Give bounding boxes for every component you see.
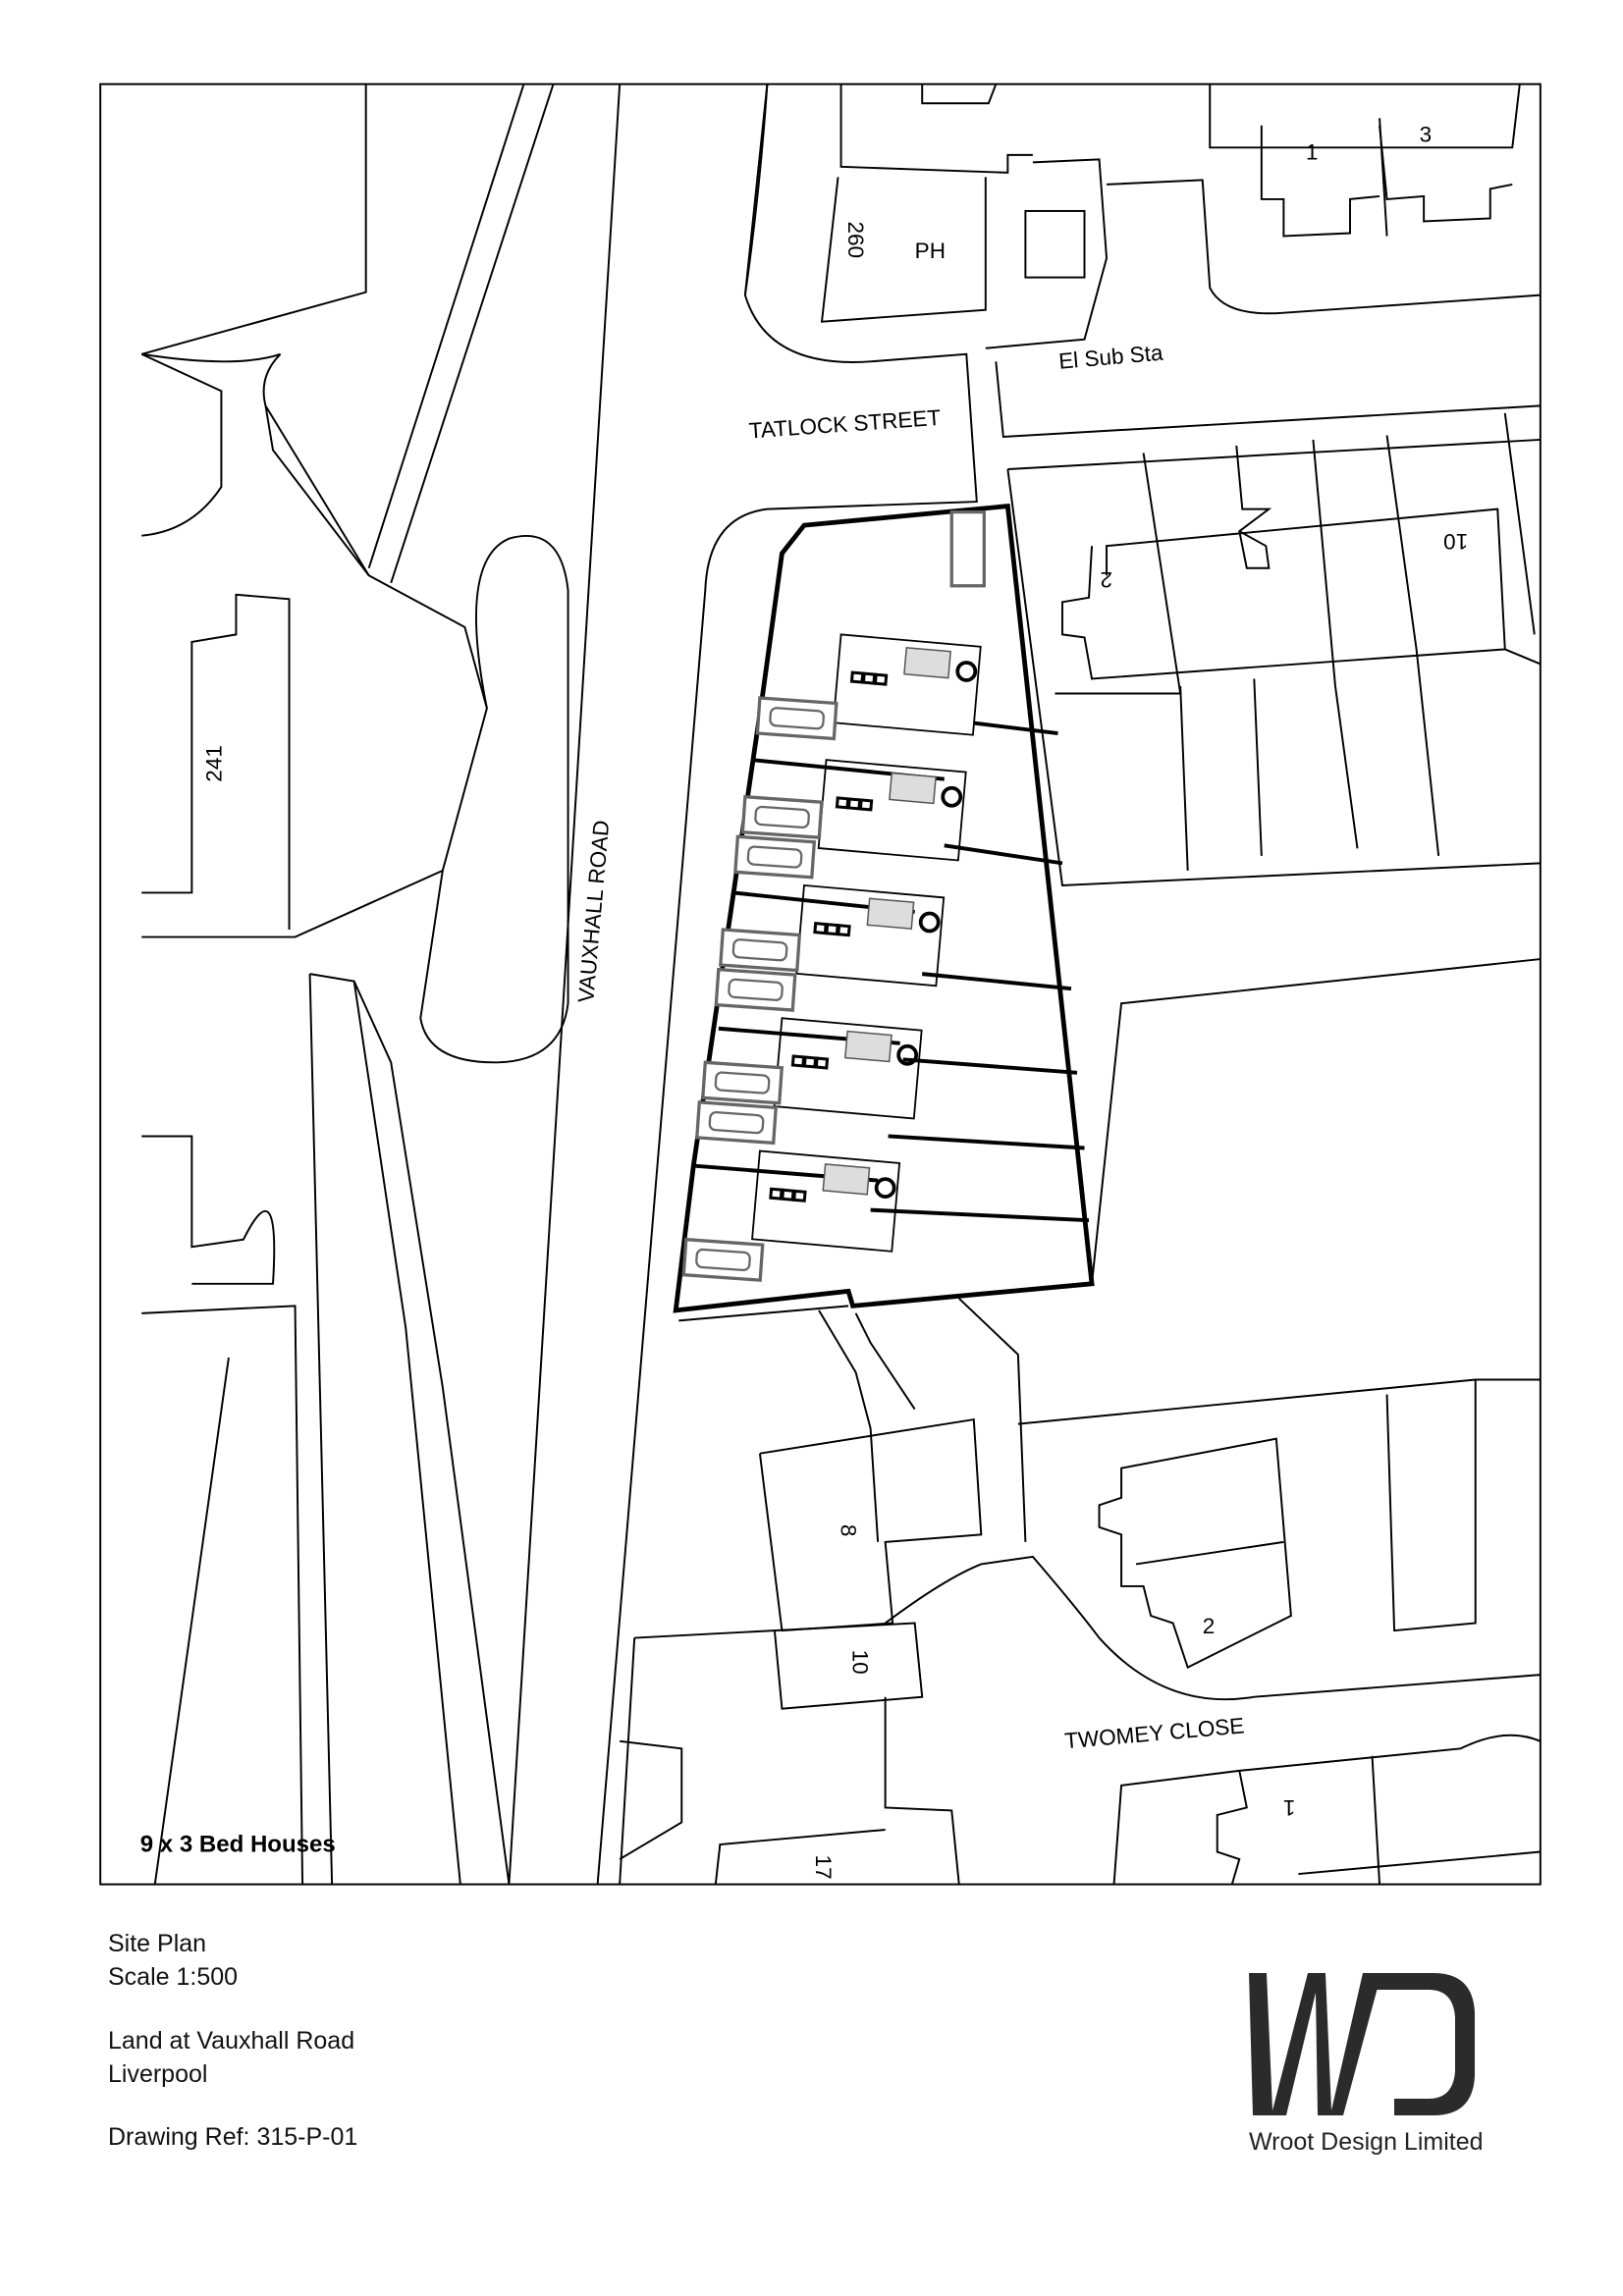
base-map-lines [140,83,1542,1885]
plot-boundary [944,843,1063,866]
car-symbol [769,707,825,730]
car-symbol [728,978,784,1001]
car-symbol [754,805,810,829]
furniture-symbol [781,1188,795,1201]
label-17: 17 [811,1855,836,1880]
label-1-bottom: 1 [1283,1795,1296,1820]
furniture-symbol [825,923,839,936]
site-city: Liverpool [108,2060,208,2088]
furniture-symbol [858,798,874,812]
furniture-symbol [837,924,851,937]
drawing-caption: 9 x 3 Bed Houses [140,1832,336,1858]
house-roof-detail [843,1030,893,1063]
site-name: Land at Vauxhall Road [108,2027,355,2055]
furniture-symbol [814,1056,830,1070]
plot-boundary [922,972,1072,991]
furniture-symbol [813,922,828,935]
title-block-ref: Drawing Ref: 315-P-01 [108,2120,357,2154]
label-241: 241 [201,745,226,782]
furniture-symbol [846,797,862,811]
label-260: 260 [843,221,868,258]
car-symbol [731,938,788,962]
label-2-bottom: 2 [1203,1614,1216,1638]
furniture-symbol [849,670,865,684]
house-block [773,1017,923,1120]
proposed-houses [681,633,1090,1282]
tree-symbol [941,785,963,808]
house-roof-detail [866,897,915,931]
label-10-bottom: 10 [848,1650,873,1675]
label-3-top: 3 [1420,122,1433,146]
house-block [751,1149,901,1253]
street-label-twomey: TWOMEY CLOSE [1063,1713,1245,1753]
label-8: 8 [837,1524,861,1537]
house-roof-detail [822,1163,871,1196]
plot-boundary [888,1134,1085,1150]
drawing-scale: Scale 1:500 [108,1963,239,1991]
drawing-frame [99,82,1542,1886]
parking-space [949,509,986,588]
label-ph: PH [915,239,946,263]
car-symbol [714,1071,771,1095]
street-label-vauxhall: VAUXHALL ROAD [573,820,614,1004]
car-symbol [708,1111,765,1135]
car-symbol [746,845,803,869]
company-logo [1249,1973,1475,2115]
label-1-top: 1 [1306,139,1319,164]
furniture-symbol [792,1189,807,1202]
furniture-symbol [790,1054,806,1068]
title-block-top: Site Plan Scale 1:500 [108,1927,238,1994]
house-block [832,633,982,736]
house-roof-detail [903,646,951,679]
street-label-tatlock: TATLOCK STREET [748,405,942,444]
drawing-type: Site Plan [108,1930,207,1957]
title-block-location: Land at Vauxhall Road Liverpool [108,2024,354,2091]
tree-symbol [874,1177,896,1199]
label-sub-station: El Sub Sta [1057,341,1164,374]
label-10-right: 10 [1443,529,1468,554]
drawing-reference: Drawing Ref: 315-P-01 [108,2123,358,2151]
house-roof-detail [889,772,937,805]
tree-symbol [896,1043,919,1066]
furniture-symbol [873,672,889,686]
furniture-symbol [802,1055,818,1069]
tree-symbol [955,661,978,682]
label-2-right: 2 [1101,567,1113,592]
house-block [795,883,946,988]
plot-boundary [973,721,1058,736]
furniture-symbol [835,796,850,810]
plot-boundary [902,1057,1078,1075]
company-name: Wroot Design Limited [1249,2128,1484,2156]
tree-symbol [918,911,941,934]
car-symbol [695,1248,751,1272]
plot-boundary [870,1207,1090,1223]
furniture-symbol [769,1187,784,1201]
furniture-symbol [861,671,877,685]
